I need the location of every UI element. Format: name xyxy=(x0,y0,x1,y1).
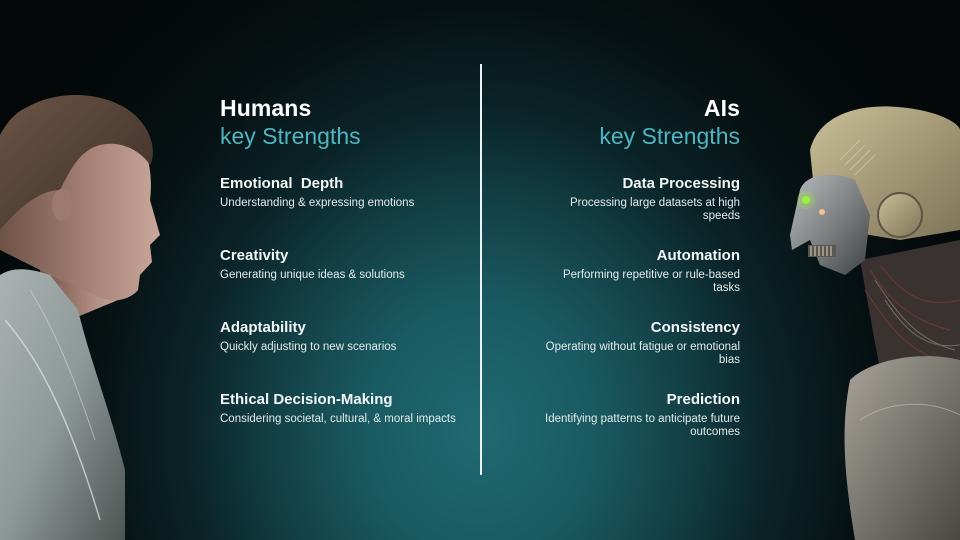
ais-strengths-list: Data Processing Processing large dataset… xyxy=(480,174,740,462)
robot-profile-image xyxy=(790,106,960,540)
strength-title: Creativity xyxy=(220,247,289,264)
strength-description: Performing repetitive or rule-based task… xyxy=(562,269,740,294)
ais-title: AIs xyxy=(703,95,740,121)
strength-title: Data Processing xyxy=(622,175,740,192)
strength-description: Understanding & expressing emotions xyxy=(220,197,415,209)
humans-title: Humans xyxy=(220,95,312,121)
strength-description: Processing large datasets at high speeds xyxy=(569,197,740,222)
strength-item: Adaptability Quickly adjusting to new sc… xyxy=(220,318,480,390)
strength-title: Consistency xyxy=(650,319,740,336)
strength-item: Prediction Identifying patterns to antic… xyxy=(480,390,740,462)
strength-title: Automation xyxy=(656,247,740,264)
humans-column: Humans key Strengths Emotional Depth Und… xyxy=(220,94,480,462)
humans-subtitle: key Strengths xyxy=(220,123,361,149)
strength-item: Ethical Decision-Making Considering soci… xyxy=(220,390,480,462)
strength-title: Emotional Depth xyxy=(220,175,344,192)
strength-item: Emotional Depth Understanding & expressi… xyxy=(220,174,480,246)
strength-description: Identifying patterns to anticipate futur… xyxy=(545,413,740,438)
strength-description: Generating unique ideas & solutions xyxy=(220,269,405,281)
humans-strengths-list: Emotional Depth Understanding & expressi… xyxy=(220,174,480,462)
ais-subtitle: key Strengths xyxy=(599,123,740,149)
strength-description: Operating without fatigue or emotional b… xyxy=(545,341,740,366)
strength-item: Data Processing Processing large dataset… xyxy=(480,174,740,246)
strength-item: Consistency Operating without fatigue or… xyxy=(480,318,740,390)
strength-title: Adaptability xyxy=(220,319,306,336)
strength-description: Quickly adjusting to new scenarios xyxy=(220,341,397,353)
strength-item: Creativity Generating unique ideas & sol… xyxy=(220,246,480,318)
strength-title: Prediction xyxy=(666,391,740,408)
strength-item: Automation Performing repetitive or rule… xyxy=(480,246,740,318)
ais-column: AIs key Strengths Data Processing Proces… xyxy=(480,94,740,462)
strength-title: Ethical Decision-Making xyxy=(220,391,393,408)
strength-description: Considering societal, cultural, & moral … xyxy=(220,413,456,425)
human-profile-image xyxy=(0,95,160,540)
center-divider xyxy=(480,64,482,475)
